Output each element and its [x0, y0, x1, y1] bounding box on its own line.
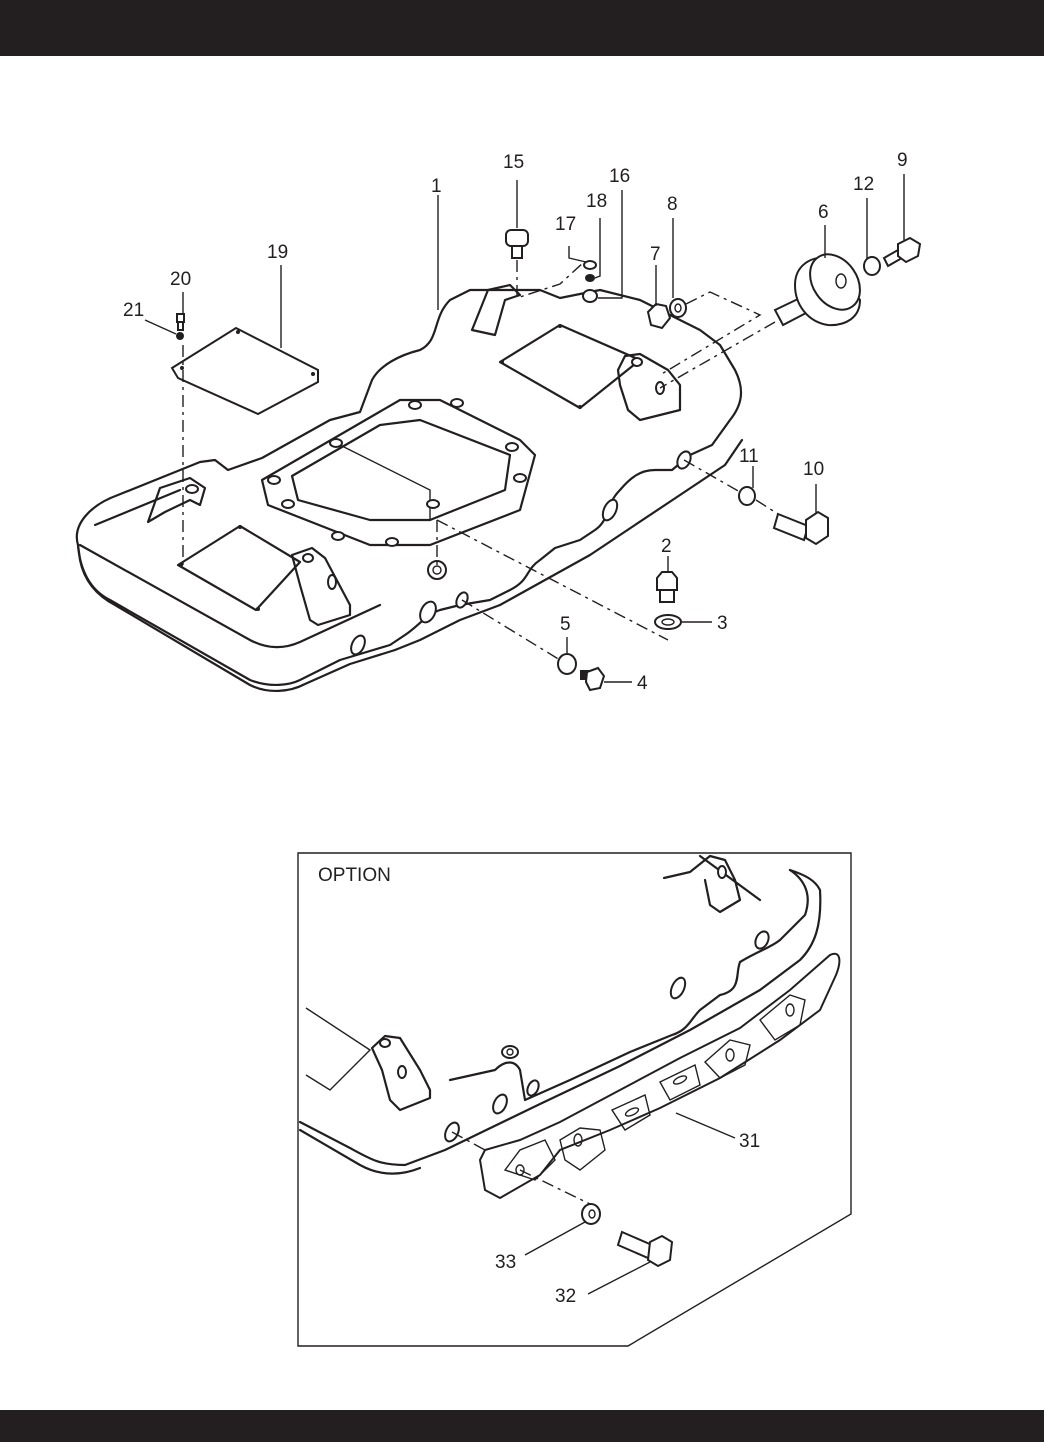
part-10-bolt: [772, 510, 829, 546]
rear-top-bracket: [470, 283, 522, 337]
part-9-bolt: [882, 236, 922, 268]
part-19-cover-plate: [170, 326, 319, 416]
part-32-bolt: [616, 1230, 674, 1268]
center-front-bracket: [290, 546, 352, 627]
part-16-nut: [582, 289, 598, 303]
center-inner-opening: [290, 418, 512, 522]
part-20-screw: [176, 313, 185, 331]
part-12-washer: [863, 256, 881, 276]
callout-4: 4: [637, 673, 648, 694]
assembly-lines: [182, 260, 779, 661]
callout-3: 3: [717, 613, 728, 634]
callout-6: 6: [818, 202, 829, 223]
right-mount-bracket: [616, 352, 682, 422]
side-holes: [350, 450, 692, 656]
oil-pan-outline: [75, 288, 743, 686]
leader-lines: [144, 174, 905, 683]
callout-11: 11: [739, 446, 759, 467]
callout-10: 10: [803, 459, 824, 480]
callout-9: 9: [897, 150, 908, 171]
base-lower-edge: [76, 543, 397, 692]
callout-17: 17: [555, 214, 576, 235]
callouts: 1 15 19 20 21 17 18 16 7 8 6 12 9 11 10 …: [123, 150, 908, 694]
part-7-nut: [646, 302, 672, 330]
callout-8: 8: [667, 194, 678, 215]
base-top-edge: [78, 488, 382, 649]
flange-bolt-holes: [267, 398, 527, 547]
rail-edge: [393, 438, 744, 652]
part-17-washer: [583, 260, 597, 270]
callout-20: 20: [170, 269, 191, 290]
left-cover-recess: [176, 524, 302, 612]
part-2-drain-plug: [656, 571, 678, 603]
center-inner-divider: [339, 444, 431, 520]
header-band: [0, 0, 1044, 56]
left-front-bracket: [146, 476, 207, 524]
callout-21: 21: [123, 300, 144, 321]
callout-33: 33: [495, 1252, 516, 1273]
option-title: OPTION: [318, 865, 391, 886]
center-flange: [260, 398, 537, 547]
callout-16: 16: [609, 166, 630, 187]
part-8-washer: [669, 298, 687, 318]
callout-18: 18: [586, 191, 607, 212]
part-15-plug: [505, 229, 529, 259]
callout-19: 19: [267, 242, 288, 263]
footer-band: [0, 1410, 1044, 1442]
callout-1: 1: [431, 176, 442, 197]
part-4-bolt: [580, 666, 606, 692]
guard-rail-pockets: [503, 994, 806, 1181]
part-3-washer: [654, 614, 682, 630]
oil-pan-assembly: [75, 283, 744, 692]
callout-32: 32: [555, 1286, 576, 1307]
part-18-lock-washer: [585, 274, 595, 282]
part-6-engine-mount: [773, 253, 862, 327]
callout-7: 7: [650, 244, 661, 265]
part-31-guard-rail: [478, 952, 841, 1200]
callout-15: 15: [503, 152, 524, 173]
part-21-washer: [176, 332, 184, 340]
option-panel: OPTION: [297, 852, 852, 1347]
part-33-washer: [581, 1203, 601, 1225]
option-frame: [297, 852, 852, 1347]
callout-31: 31: [739, 1131, 760, 1152]
callout-2: 2: [661, 536, 672, 557]
callout-12: 12: [853, 174, 874, 195]
callout-5: 5: [560, 614, 571, 635]
part-5-washer: [557, 653, 577, 675]
part-11-washer: [738, 486, 756, 506]
option-pan-body: [298, 868, 822, 1167]
drain-boss: [427, 560, 447, 580]
